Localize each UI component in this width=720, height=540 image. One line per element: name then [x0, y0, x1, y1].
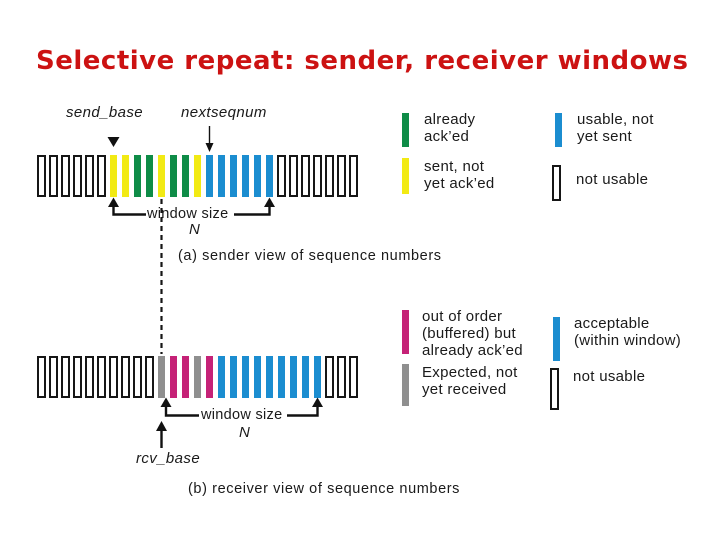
seq-bar-not-usable — [73, 356, 82, 398]
seq-bar-out-of-order-buffered — [206, 356, 213, 398]
seq-bar-already-acked — [182, 155, 189, 197]
seq-bar-not-usable — [73, 155, 82, 197]
seq-bar-usable-not-yet-sent — [314, 356, 321, 398]
sender-sequence-strip — [37, 155, 358, 197]
receiver-sequence-strip — [37, 356, 358, 398]
acceptable-swatch-icon — [553, 317, 560, 361]
seq-bar-not-usable — [289, 155, 298, 197]
out-of-order-swatch-icon — [402, 310, 409, 354]
receiver-bracket-left-arrow-icon — [160, 397, 172, 407]
seq-bar-not-usable — [49, 356, 58, 398]
legend-label: acceptable (within window) — [574, 315, 682, 349]
seq-bar-sent-not-yet-acked — [194, 155, 201, 197]
seq-bar-sent-not-yet-acked — [158, 155, 165, 197]
seq-bar-not-usable — [49, 155, 58, 197]
seq-bar-not-usable — [109, 356, 118, 398]
send-base-label: send_base — [66, 104, 143, 121]
legend-label: already ack’ed — [424, 111, 476, 145]
seq-bar-not-usable — [97, 356, 106, 398]
seq-bar-usable-not-yet-sent — [278, 356, 285, 398]
seq-bar-not-usable — [37, 155, 46, 197]
seq-bar-not-usable — [145, 356, 154, 398]
sender-caption: (a) sender view of sequence numbers — [178, 248, 442, 264]
seq-bar-not-usable — [349, 356, 358, 398]
seq-bar-not-usable — [325, 356, 334, 398]
receiver-window-n-label: N — [239, 424, 251, 441]
seq-bar-usable-not-yet-sent — [218, 356, 225, 398]
expected-swatch-icon — [402, 364, 409, 406]
seq-bar-usable-not-yet-sent — [230, 155, 237, 197]
legend-out-of-order: out of order (buffered) but already ack’… — [402, 308, 523, 359]
receiver-caption: (b) receiver view of sequence numbers — [188, 481, 461, 497]
seq-bar-usable-not-yet-sent — [302, 356, 309, 398]
legend-sent-not-acked: sent, not yet ack’ed — [402, 158, 495, 194]
legend-label: out of order (buffered) but already ack’… — [422, 308, 523, 359]
seq-bar-usable-not-yet-sent — [254, 155, 261, 197]
legend-already-acked: already ack’ed — [402, 111, 476, 147]
seq-bar-out-of-order-buffered — [182, 356, 189, 398]
seq-bar-not-usable — [313, 155, 322, 197]
seq-bar-usable-not-yet-sent — [206, 155, 213, 197]
legend-usable-not-sent: usable, not yet sent — [555, 111, 654, 147]
legend-not-usable-sender: not usable — [552, 165, 648, 201]
legend-not-usable-receiver: not usable — [550, 368, 645, 410]
not-usable-swatch-icon — [550, 368, 559, 410]
seq-bar-not-usable — [325, 155, 334, 197]
legend-label: Expected, not yet received — [422, 364, 518, 398]
seq-bar-usable-not-yet-sent — [254, 356, 261, 398]
sender-window-n-label: N — [189, 221, 201, 238]
nextseqnum-label: nextseqnum — [181, 104, 267, 121]
legend-acceptable: acceptable (within window) — [553, 315, 682, 361]
seq-bar-not-usable — [97, 155, 106, 197]
seq-bar-usable-not-yet-sent — [242, 356, 249, 398]
nextseqnum-arrow-icon — [205, 126, 214, 152]
seq-bar-not-usable — [61, 155, 70, 197]
sender-window-size-label: window size — [147, 206, 229, 222]
seq-bar-not-usable — [337, 356, 346, 398]
seq-bar-expected-not-received — [158, 356, 165, 398]
seq-bar-usable-not-yet-sent — [242, 155, 249, 197]
seq-bar-not-usable — [85, 155, 94, 197]
rcv-base-label: rcv_base — [136, 450, 201, 467]
receiver-bracket-right-arrow-icon — [312, 397, 323, 407]
seq-bar-not-usable — [121, 356, 130, 398]
seq-bar-sent-not-yet-acked — [110, 155, 117, 197]
not-usable-swatch-icon — [552, 165, 561, 201]
seq-bar-not-usable — [337, 155, 346, 197]
seq-bar-already-acked — [170, 155, 177, 197]
rcv-base-arrow-icon — [156, 421, 167, 448]
legend-label: sent, not yet ack’ed — [424, 158, 495, 192]
sender-bracket-left-arrow-icon — [108, 197, 119, 207]
seq-bar-usable-not-yet-sent — [218, 155, 225, 197]
seq-bar-usable-not-yet-sent — [266, 356, 273, 398]
legend-label: not usable — [576, 171, 649, 188]
send-base-marker-icon — [107, 137, 120, 147]
seq-bar-sent-not-yet-acked — [122, 155, 129, 197]
slide-title: Selective repeat: sender, receiver windo… — [36, 46, 689, 76]
seq-bar-already-acked — [134, 155, 141, 197]
seq-bar-usable-not-yet-sent — [290, 356, 297, 398]
seq-bar-expected-not-received — [194, 356, 201, 398]
sent-not-acked-swatch-icon — [402, 158, 409, 194]
seq-bar-not-usable — [85, 356, 94, 398]
seq-bar-out-of-order-buffered — [170, 356, 177, 398]
seq-bar-usable-not-yet-sent — [230, 356, 237, 398]
sender-bracket-right-arrow-icon — [264, 197, 275, 207]
usable-not-sent-swatch-icon — [555, 113, 562, 147]
seq-bar-not-usable — [277, 155, 286, 197]
seq-bar-already-acked — [146, 155, 153, 197]
already-acked-swatch-icon — [402, 113, 409, 147]
legend-expected: Expected, not yet received — [402, 364, 518, 406]
legend-label: not usable — [573, 368, 646, 385]
legend-label: usable, not yet sent — [577, 111, 654, 145]
seq-bar-usable-not-yet-sent — [266, 155, 273, 197]
seq-bar-not-usable — [301, 155, 310, 197]
seq-bar-not-usable — [37, 356, 46, 398]
seq-bar-not-usable — [61, 356, 70, 398]
receiver-window-size-label: window size — [201, 407, 283, 423]
seq-bar-not-usable — [133, 356, 142, 398]
seq-bar-not-usable — [349, 155, 358, 197]
